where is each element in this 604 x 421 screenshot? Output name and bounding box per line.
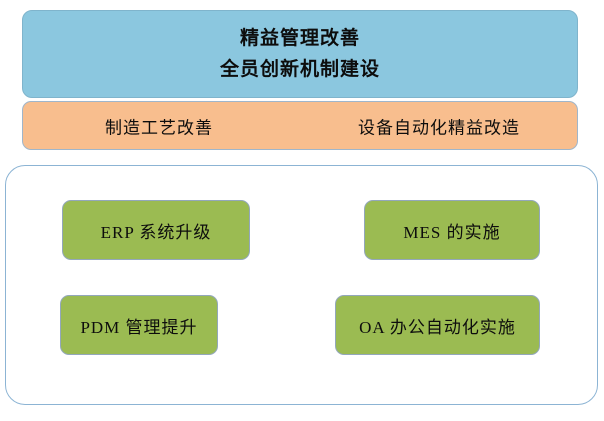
strip-label-left: 制造工艺改善 [105, 118, 213, 137]
orange-strip: 制造工艺改善 设备自动化精益改造 [22, 101, 578, 150]
top-banner: 精益管理改善 全员创新机制建设 [22, 10, 578, 98]
strip-label-right: 设备自动化精益改造 [358, 118, 520, 137]
banner-line-2: 全员创新机制建设 [219, 59, 380, 80]
project-box-mes: MES 的实施 [364, 200, 540, 260]
project-box-erp: ERP 系统升级 [62, 200, 250, 260]
project-box-oa: OA 办公自动化实施 [335, 295, 540, 355]
project-box-pdm: PDM 管理提升 [60, 295, 218, 355]
banner-line-1: 精益管理改善 [239, 28, 360, 49]
